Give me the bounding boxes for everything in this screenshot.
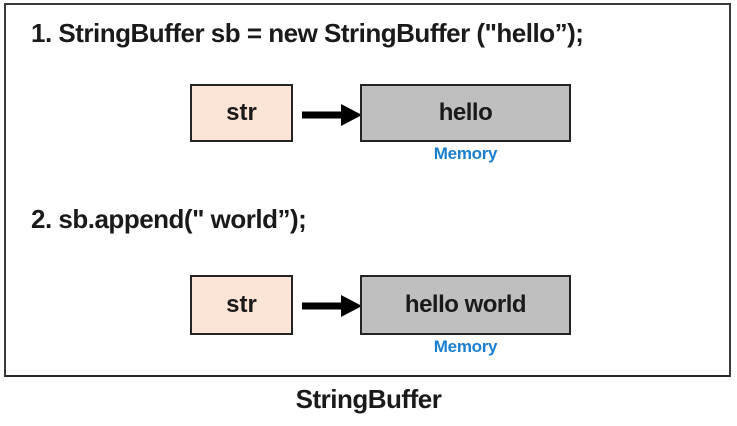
step2-memory-label: Memory	[433, 337, 498, 356]
step2-variable-box: str	[190, 275, 293, 335]
step2-statement: 2. sb.append(" world”);	[31, 204, 307, 234]
diagram-caption: StringBuffer	[295, 384, 442, 414]
step2-memory-box: hello world	[360, 275, 571, 335]
step1-memory-value: hello	[438, 99, 493, 126]
step1-memory-box: hello	[360, 84, 571, 142]
step1-variable-label: str	[226, 99, 257, 126]
step2-variable-label: str	[226, 291, 257, 318]
step1-variable-box: str	[190, 84, 293, 142]
right-arrow-icon	[302, 295, 362, 317]
step1-statement: 1. StringBuffer sb = new StringBuffer ("…	[31, 18, 584, 48]
step1-memory-label: Memory	[433, 144, 498, 163]
right-arrow-icon	[302, 104, 362, 126]
diagram-frame: 1. StringBuffer sb = new StringBuffer ("…	[4, 3, 731, 377]
step2-memory-value: hello world	[404, 291, 527, 318]
